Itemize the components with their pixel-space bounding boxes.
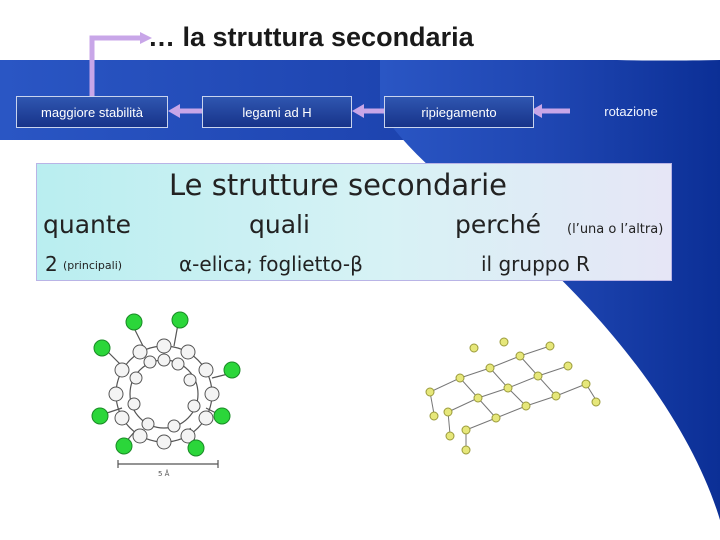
column-quali: quali	[249, 210, 310, 239]
node-folding: ripiegamento	[384, 96, 534, 128]
node-hbonds: legami ad H	[202, 96, 352, 128]
structure-types: α-elica; foglietto-β	[179, 252, 363, 276]
alpha-helix-image: 5 Å	[78, 304, 250, 480]
perche-note: (l’una o l’altra)	[567, 222, 664, 237]
slide-title: … la struttura secondaria	[148, 22, 474, 52]
count-value: 2	[45, 252, 58, 276]
scale-caption: 5 Å	[158, 469, 170, 478]
node-stability: maggiore stabilità	[16, 96, 168, 128]
alpha-helix-diagram: 5 Å	[91, 311, 241, 478]
beta-sheet-image	[420, 334, 604, 456]
beta-sheet-diagram	[425, 337, 601, 455]
panel-heading: Le strutture secondarie	[169, 168, 507, 202]
column-quante: quante	[43, 210, 132, 239]
reason-value: il gruppo R	[481, 252, 590, 276]
node-rotation: rotazione	[604, 103, 658, 119]
column-perche: perché	[455, 210, 541, 239]
secondary-structures-panel: Le strutture secondarie quante quali per…	[36, 163, 672, 281]
count-note: (principali)	[63, 259, 123, 272]
